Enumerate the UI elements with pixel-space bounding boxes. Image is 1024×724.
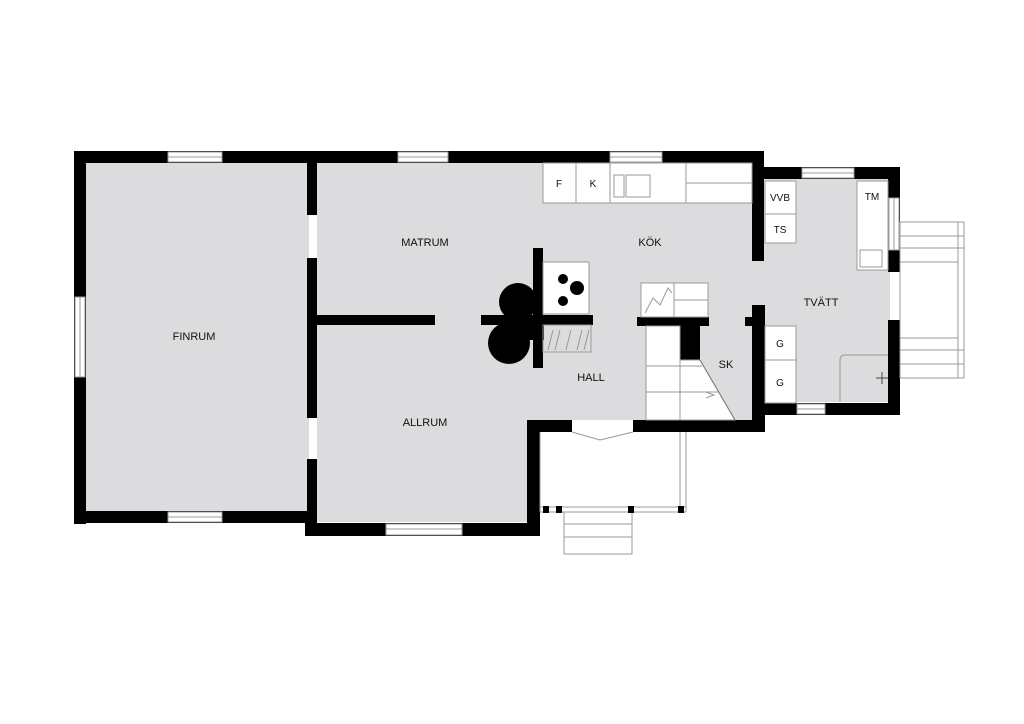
room-label-hall: HALL xyxy=(577,372,605,384)
g-lower-label: G xyxy=(776,378,784,389)
room-label-sk: SK xyxy=(719,359,734,371)
laundry-cabinets xyxy=(764,180,889,404)
deck xyxy=(899,221,965,379)
entrance-posts xyxy=(543,506,684,513)
water-heater: VVB xyxy=(770,193,790,204)
g-cabinet-lower: G xyxy=(776,378,784,389)
room-label-tvatt: TVÄTT xyxy=(804,297,839,309)
freezer: K xyxy=(590,179,597,190)
laundry-sink xyxy=(839,354,888,402)
room-label-kok: KÖK xyxy=(638,237,662,249)
room-label-allrum: ALLRUM xyxy=(403,417,448,429)
room-label-finrum: FINRUM xyxy=(173,331,216,343)
stairs-icon xyxy=(645,325,736,421)
freezer-label: K xyxy=(590,179,597,190)
drain-icon xyxy=(876,372,888,384)
kitchen-cabinet xyxy=(640,282,709,318)
washing-machine-label: TM xyxy=(865,192,879,203)
stove-icon xyxy=(542,261,590,315)
hearth-lines xyxy=(542,324,592,353)
g-cabinet-upper: G xyxy=(776,339,784,350)
fireplace-icon xyxy=(488,283,544,364)
dryer-cabinet: TS xyxy=(774,225,787,236)
fridge: F xyxy=(556,179,562,190)
washing-machine: TM xyxy=(865,192,879,203)
g-upper-label: G xyxy=(776,339,784,350)
windows xyxy=(74,151,900,536)
kitchen-counter xyxy=(542,162,753,204)
dryer-cabinet-label: TS xyxy=(774,225,787,236)
room-label-matrum: MATRUM xyxy=(401,237,448,249)
fridge-label: F xyxy=(556,179,562,190)
water-heater-label: VVB xyxy=(770,193,790,204)
porch xyxy=(539,431,687,555)
